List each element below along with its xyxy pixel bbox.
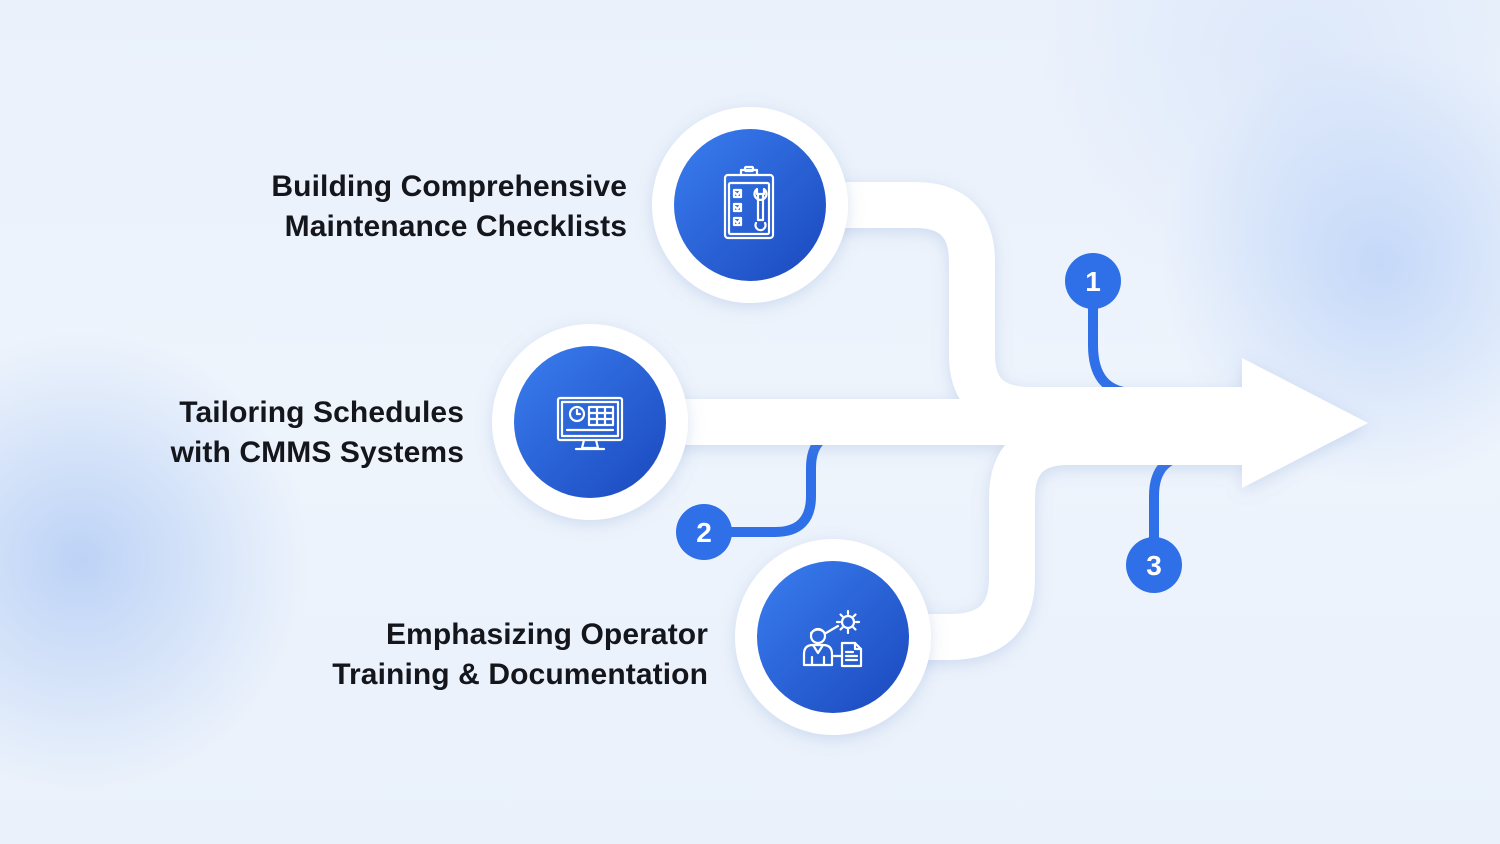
arrow-head xyxy=(1242,358,1368,488)
number-badge-3: 3 xyxy=(1126,537,1182,593)
number-2: 2 xyxy=(696,517,712,548)
path-3 xyxy=(840,419,1260,660)
step-2-title-line2: with CMMS Systems xyxy=(170,436,464,469)
clipboard-wrench-icon xyxy=(723,165,775,240)
step-2-title: Tailoring Schedules with CMMS Systems xyxy=(171,393,464,473)
step-1-title-line1: Building Comprehensive xyxy=(271,170,627,203)
path-1 xyxy=(790,182,1260,433)
monitor-schedule-icon xyxy=(556,396,624,451)
operator-gear-document-icon xyxy=(802,609,863,668)
circle-3 xyxy=(757,561,909,713)
white-paths xyxy=(600,182,1368,660)
step-1-title-line2: Maintenance Checklists xyxy=(284,210,627,243)
step-3-title-line1: Emphasizing Operator xyxy=(385,618,708,651)
number-badge-1: 1 xyxy=(1065,253,1121,309)
number-1: 1 xyxy=(1085,266,1101,297)
number-3: 3 xyxy=(1146,550,1162,581)
circle-1 xyxy=(674,129,826,281)
step-3-title: Emphasizing Operator Training & Document… xyxy=(332,615,708,695)
number-badge-2: 2 xyxy=(676,504,732,560)
step-1-title: Building Comprehensive Maintenance Check… xyxy=(271,167,627,247)
step-3-title-line2: Training & Documentation xyxy=(332,658,708,691)
step-2-title-line1: Tailoring Schedules xyxy=(179,396,464,429)
